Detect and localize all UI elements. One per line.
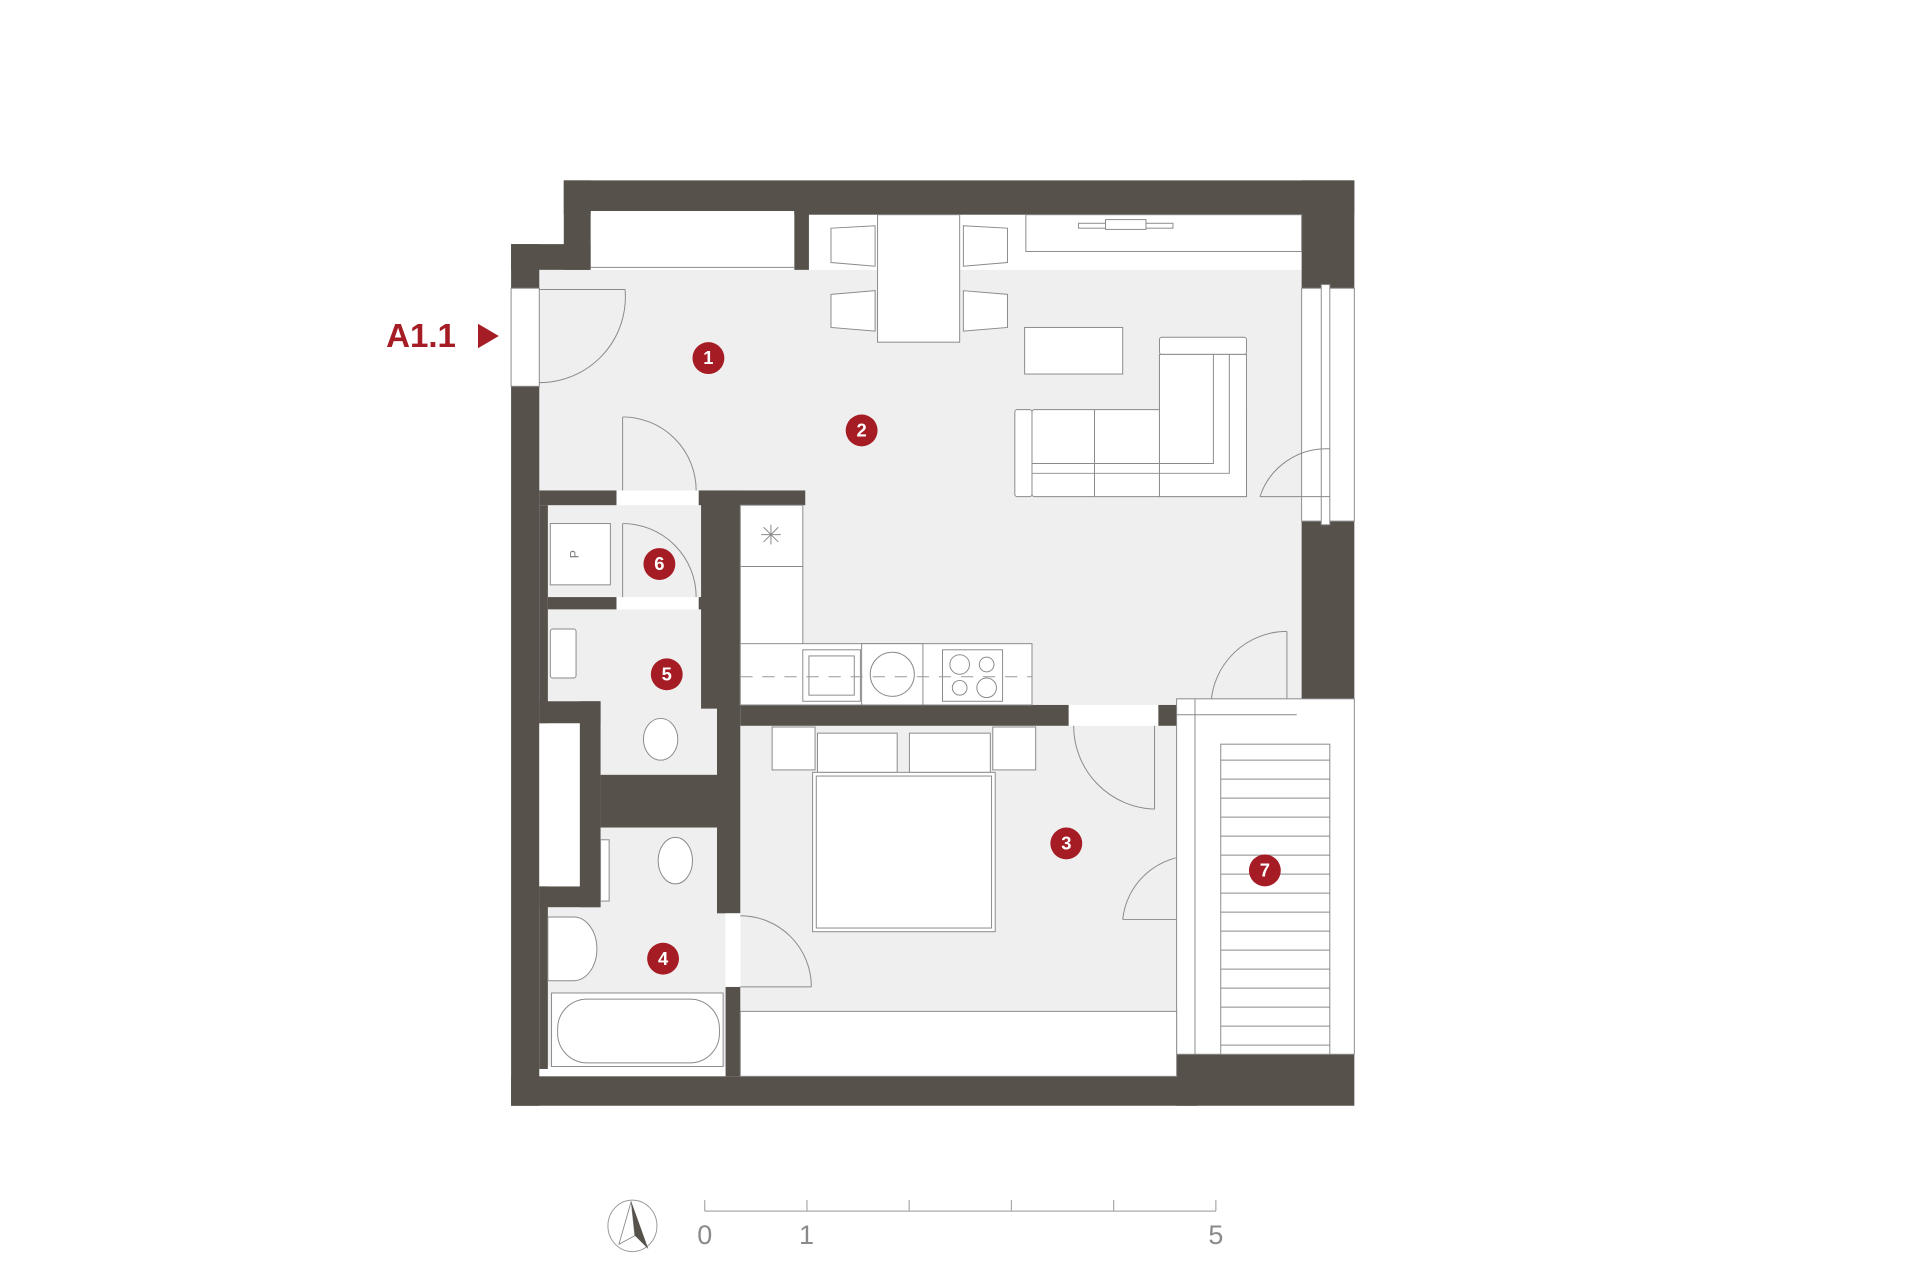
room-badge-4: 4 <box>647 942 680 975</box>
scale-label-0: 0 <box>697 1220 712 1250</box>
room-badge-6: 6 <box>643 548 676 580</box>
room-badge-1: 1 <box>692 342 725 375</box>
room-badge-3: 3 <box>1050 827 1083 860</box>
kitchen <box>739 504 1033 706</box>
room-badge-7: 7 <box>1248 854 1281 887</box>
door-bedroom[interactable] <box>1068 704 1159 810</box>
svg-text:2: 2 <box>857 420 867 441</box>
bathroom-fixtures <box>547 836 724 1068</box>
balcony-deck <box>1220 743 1331 1055</box>
scale-label-5: 5 <box>1208 1220 1223 1250</box>
door-hall-closet[interactable] <box>616 416 699 506</box>
door-bathroom[interactable] <box>725 913 812 988</box>
room-badge-5: 5 <box>650 658 683 691</box>
living-window <box>1301 284 1355 526</box>
svg-text:4: 4 <box>658 948 669 969</box>
unit-entrance-marker: A1.1 <box>386 318 499 355</box>
entrance-door[interactable] <box>510 287 626 387</box>
north-arrow-icon <box>607 1199 658 1253</box>
balcony <box>1176 698 1355 1055</box>
sofa <box>1014 336 1247 498</box>
bedroom-furniture <box>739 726 1178 1077</box>
svg-text:6: 6 <box>654 553 664 574</box>
balcony-door-living[interactable] <box>1259 448 1330 498</box>
svg-text:5: 5 <box>662 663 672 684</box>
coffee-table <box>1024 326 1124 375</box>
scale-label-1: 1 <box>799 1220 814 1250</box>
door-closet-wc[interactable] <box>616 523 699 610</box>
tv-console <box>1025 214 1303 252</box>
dining-set <box>830 214 1008 343</box>
extractor-icon <box>761 524 781 545</box>
unit-label: A1.1 <box>386 318 456 355</box>
entrance-arrow-icon <box>478 323 499 349</box>
closet-label: P <box>568 550 582 558</box>
wc-fixtures <box>549 628 679 761</box>
room-badge-2: 2 <box>845 414 878 447</box>
scale-bar: 0 1 5 <box>697 1200 1223 1250</box>
svg-text:7: 7 <box>1260 860 1270 881</box>
svg-text:3: 3 <box>1061 833 1071 854</box>
closet-box <box>549 523 611 586</box>
entry-closet <box>590 211 795 270</box>
storage-niche <box>539 723 580 887</box>
svg-text:1: 1 <box>703 347 713 368</box>
